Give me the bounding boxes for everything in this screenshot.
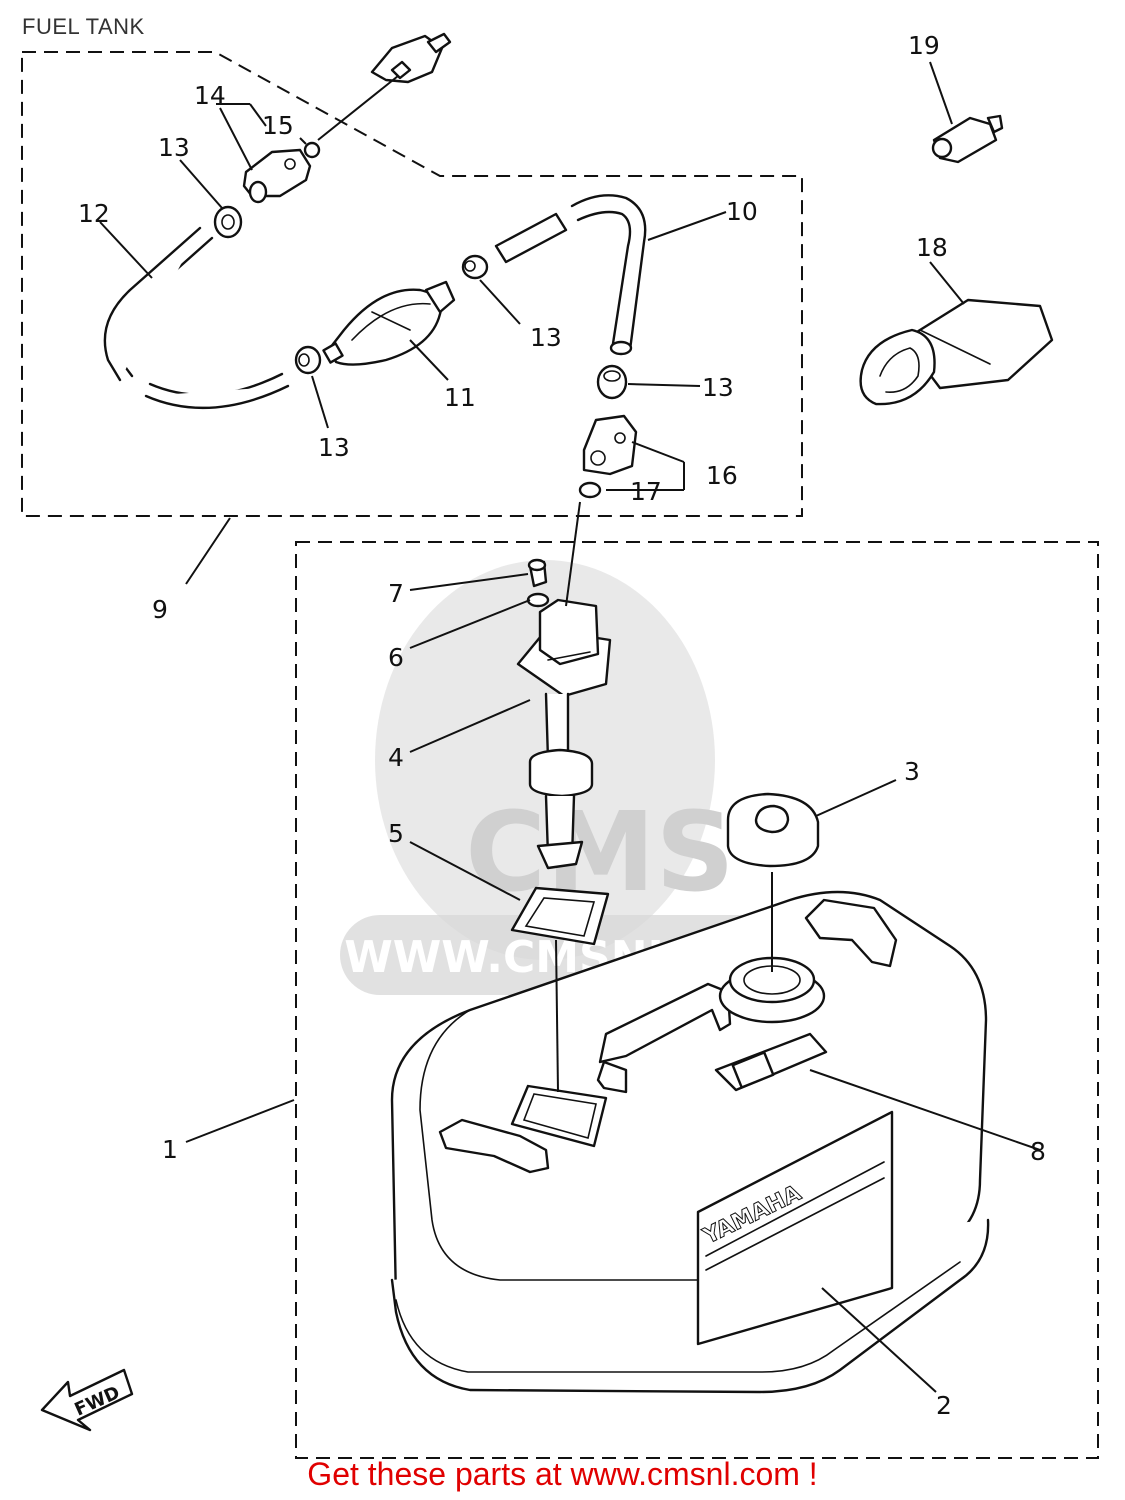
callout-16: 16 [706,461,738,490]
hose-clamp-13b [294,345,322,375]
hose-clamp-13d [596,364,628,400]
callout-9: 9 [152,595,168,624]
hose-end-connector [317,32,452,141]
washer-6 [526,592,550,608]
cover-18 [859,298,1054,406]
callout-7: 7 [388,579,404,608]
joint-16 [582,414,638,476]
primer-bulb-11 [322,280,456,366]
o-ring-15 [303,141,321,159]
leader-lines [99,61,1041,1393]
connector-19 [931,114,1004,164]
callout-12: 12 [78,199,110,228]
callout-1: 1 [162,1135,178,1164]
callout-13c: 13 [318,433,350,462]
fuel-hose-10 [494,194,647,356]
callout-17: 17 [630,477,662,506]
callout-5: 5 [388,819,404,848]
callout-15: 15 [262,111,294,140]
callout-10: 10 [726,197,758,226]
front-grip [438,1118,550,1174]
callout-2: 2 [936,1391,952,1420]
callout-13a: 13 [158,133,190,162]
gasket-5 [510,886,610,946]
callout-4: 4 [388,743,404,772]
callout-14: 14 [194,81,226,110]
parts-store-link[interactable]: Get these parts at www.cmsnl.com ! [307,1456,818,1492]
page-title: FUEL TANK [22,14,145,39]
tank-assembly-boundary [295,541,1099,1459]
tank-handle [596,982,732,1094]
callout-6: 6 [388,643,404,672]
joint-14 [242,148,312,204]
filler-cap-3 [726,792,820,868]
callout-8: 8 [1030,1137,1046,1166]
rear-grip [804,898,898,968]
screw-7 [527,558,548,588]
gauge-mount-pad [510,1084,608,1148]
callout-11: 11 [444,383,476,412]
fuel-gauge-unit-4 [516,598,612,870]
callout-numbers: 14 15 13 12 13 11 13 13 10 16 17 19 18 9… [78,31,1046,1420]
filler-neck [718,956,826,1024]
callout-13b: 13 [530,323,562,352]
warning-label-8 [714,1032,828,1092]
callout-3: 3 [904,757,920,786]
callout-19: 19 [908,31,940,60]
callout-13d: 13 [702,373,734,402]
callout-18: 18 [916,233,948,262]
forward-direction-arrow: FWD [40,1368,134,1432]
hose-clamp-13a [213,205,243,239]
fuel-tank-body: YAMAHA [390,890,990,1394]
fuel-hose-12 [103,226,290,409]
hose-clamp-13c [461,254,489,280]
o-ring-17 [578,481,602,499]
